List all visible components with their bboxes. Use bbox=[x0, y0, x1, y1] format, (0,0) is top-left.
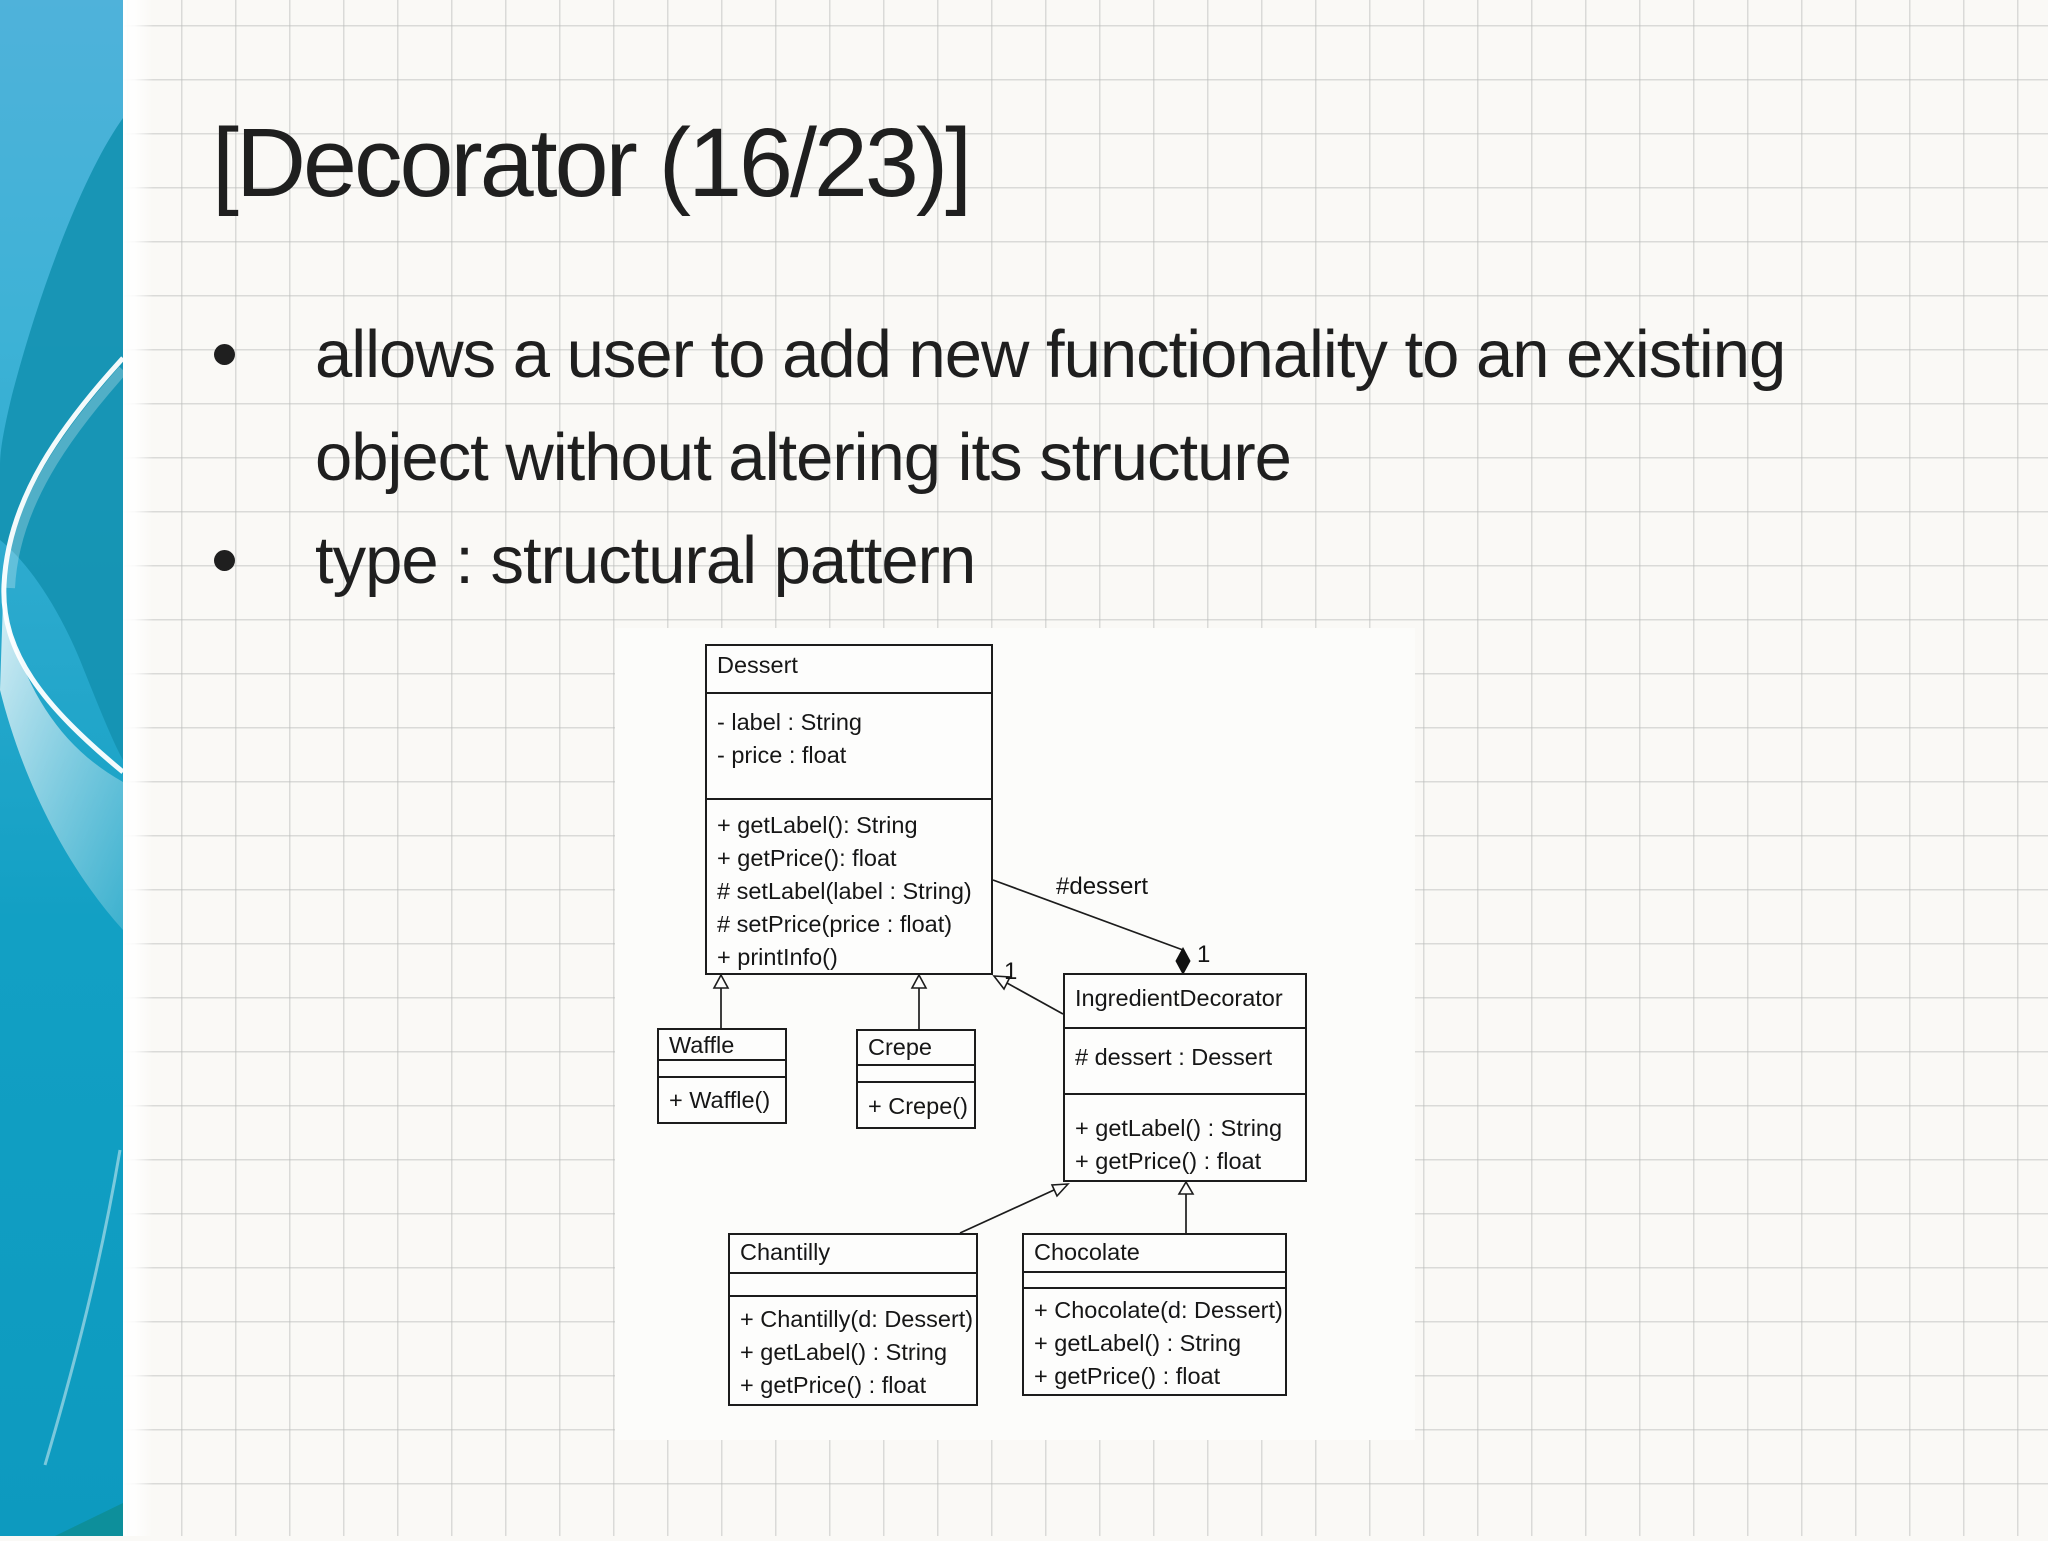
class-box-crepe: Crepe + Crepe() bbox=[856, 1029, 976, 1129]
class-method: + getPrice() : float bbox=[740, 1372, 927, 1398]
class-methods: + Chantilly(d: Dessert) + getLabel() : S… bbox=[730, 1295, 976, 1402]
generalization-arrow-decorator bbox=[992, 975, 1012, 991]
class-attributes bbox=[730, 1272, 976, 1295]
class-methods: + Waffle() bbox=[659, 1076, 785, 1117]
class-attribute: - label : String bbox=[717, 709, 862, 735]
composition-diamond bbox=[1175, 946, 1191, 976]
class-method: + Waffle() bbox=[669, 1087, 771, 1113]
class-method: + getLabel(): String bbox=[717, 812, 918, 838]
class-box-waffle: Waffle + Waffle() bbox=[657, 1028, 787, 1124]
class-method: + getLabel() : String bbox=[740, 1339, 948, 1365]
bullet-line: allows a user to add new functionality t… bbox=[315, 317, 1786, 392]
class-name: Chantilly bbox=[740, 1239, 831, 1265]
bullet-marker bbox=[214, 344, 235, 365]
class-box-ingredient-decorator: IngredientDecorator # dessert : Dessert … bbox=[1063, 973, 1307, 1182]
uml-connectors: #dessert 1 1 bbox=[712, 873, 1210, 1234]
class-attributes bbox=[659, 1059, 785, 1076]
class-methods: + Chocolate(d: Dessert) + getLabel() : S… bbox=[1024, 1287, 1285, 1393]
class-attributes: # dessert : Dessert bbox=[1065, 1027, 1305, 1093]
generalization-arrow-chocolate bbox=[1177, 1180, 1195, 1195]
association-label: #dessert bbox=[1056, 873, 1148, 900]
generalization-arrow-waffle bbox=[712, 973, 730, 989]
slide-title: [Decorator (16/23)] bbox=[212, 108, 972, 217]
class-method: + Chocolate(d: Dessert) bbox=[1034, 1297, 1283, 1323]
class-method: + printInfo() bbox=[717, 944, 838, 970]
class-method: + getPrice() : float bbox=[1034, 1363, 1221, 1389]
sidebar-art bbox=[0, 0, 127, 1536]
class-attribute: # dessert : Dessert bbox=[1075, 1044, 1273, 1070]
class-name: Chocolate bbox=[1034, 1239, 1140, 1265]
class-methods: + Crepe() bbox=[858, 1081, 974, 1123]
class-method: + getPrice(): float bbox=[717, 845, 897, 871]
class-method: + getLabel() : String bbox=[1075, 1115, 1283, 1141]
class-attributes bbox=[858, 1064, 974, 1081]
class-attributes: - label : String - price : float bbox=[707, 692, 991, 798]
class-method: # setLabel(label : String) bbox=[717, 878, 972, 904]
class-box-dessert: Dessert - label : String - price : float… bbox=[705, 644, 993, 975]
sidebar-edge-fade bbox=[123, 0, 153, 1536]
bullet-marker bbox=[214, 550, 235, 571]
generalization-arrow-chantilly bbox=[1050, 1183, 1070, 1198]
class-methods: + getLabel() : String + getPrice() : flo… bbox=[1065, 1093, 1305, 1178]
class-method: + getLabel() : String bbox=[1034, 1330, 1242, 1356]
bullet-line: object without altering its structure bbox=[315, 420, 1292, 495]
class-method: # setPrice(price : float) bbox=[717, 911, 953, 937]
uml-diagram: #dessert 1 1 Dessert - label : String - … bbox=[615, 628, 1415, 1440]
sidebar-swirl-graphic bbox=[0, 0, 127, 1536]
multiplicity-decorator-end: 1 bbox=[1197, 941, 1210, 968]
class-method: + getPrice() : float bbox=[1075, 1148, 1262, 1174]
class-attribute: - price : float bbox=[717, 742, 847, 768]
bullet-item: type : structural pattern bbox=[212, 509, 2002, 612]
class-method: + Crepe() bbox=[868, 1093, 968, 1119]
bullet-list: allows a user to add new functionality t… bbox=[212, 303, 2002, 612]
class-box-chocolate: Chocolate + Chocolate(d: Dessert) + getL… bbox=[1022, 1233, 1287, 1396]
bullet-text: type : structural pattern bbox=[315, 509, 976, 612]
bullet-line: type : structural pattern bbox=[315, 523, 976, 598]
class-name: Crepe bbox=[868, 1034, 933, 1060]
class-methods: + getLabel(): String + getPrice(): float… bbox=[707, 798, 991, 974]
class-method: + Chantilly(d: Dessert) bbox=[740, 1306, 974, 1332]
bullet-item: allows a user to add new functionality t… bbox=[212, 303, 2002, 509]
class-attributes bbox=[1024, 1271, 1285, 1287]
class-box-chantilly: Chantilly + Chantilly(d: Dessert) + getL… bbox=[728, 1233, 978, 1406]
class-name: IngredientDecorator bbox=[1075, 985, 1283, 1011]
bullet-text: allows a user to add new functionality t… bbox=[315, 303, 1786, 509]
class-name: Dessert bbox=[717, 652, 798, 678]
class-name: Waffle bbox=[669, 1032, 735, 1058]
multiplicity-dessert-end: 1 bbox=[1004, 958, 1017, 985]
generalization-arrow-crepe bbox=[910, 973, 928, 989]
